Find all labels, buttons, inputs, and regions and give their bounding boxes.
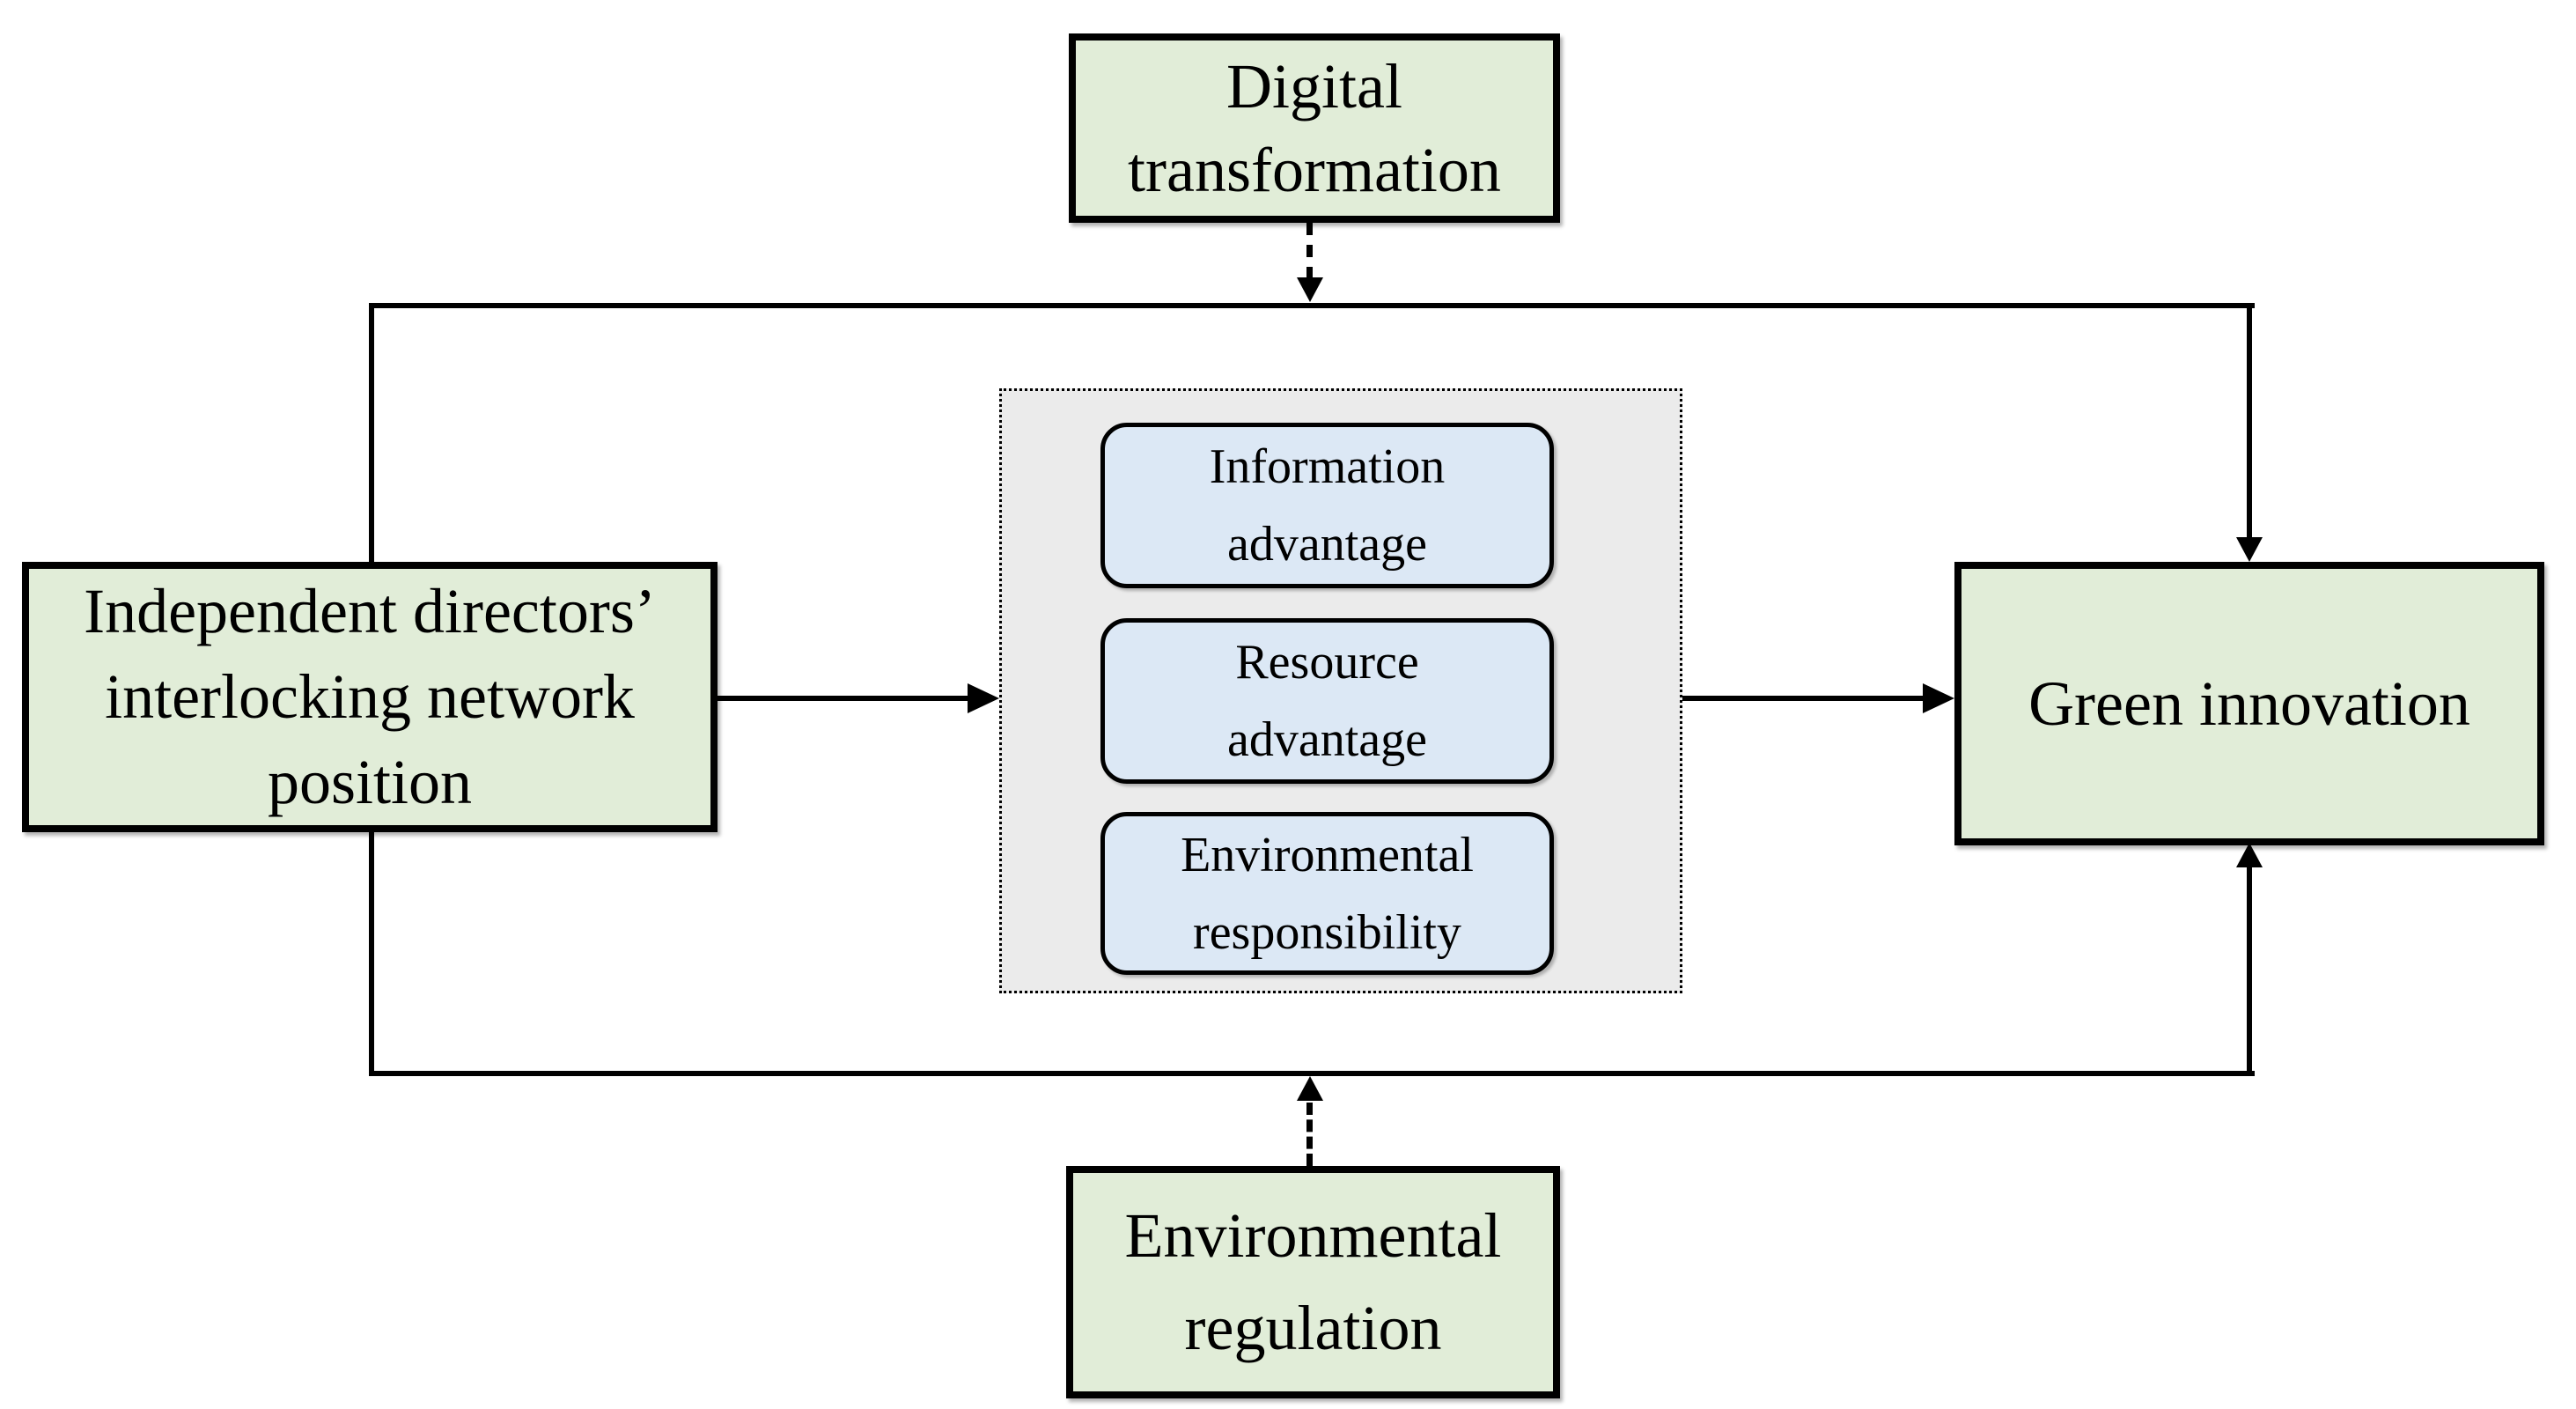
arrowhead-into-green-innovation-left-icon: [1923, 683, 1954, 713]
arrowhead-digital-transformation-icon: [1297, 277, 1323, 302]
node-information-advantage: Information advantage: [1100, 423, 1554, 588]
node-information-advantage-label: Information advantage: [1209, 439, 1446, 572]
node-environmental-responsibility-label: Environmental responsibility: [1181, 827, 1474, 960]
edge-mediators-to-green-line: [1682, 696, 1926, 701]
edge-bottom-horizontal-line: [369, 1071, 2255, 1076]
node-resource-advantage-label: Resource advantage: [1227, 635, 1427, 767]
arrowhead-environmental-regulation-icon: [1297, 1076, 1323, 1101]
node-green-innovation-label: Green innovation: [2028, 668, 2470, 739]
arrowhead-into-green-innovation-top-icon: [2236, 537, 2263, 562]
node-digital-transformation-label: Digital transformation: [1128, 50, 1501, 205]
node-environmental-regulation: Environmental regulation: [1066, 1166, 1560, 1398]
node-digital-transformation: Digital transformation: [1069, 33, 1560, 223]
edge-left-vertical-upper-line: [369, 303, 374, 564]
node-resource-advantage: Resource advantage: [1100, 618, 1554, 784]
edge-right-vertical-lower-line: [2247, 866, 2252, 1076]
edge-directors-to-mediators-line: [718, 696, 971, 701]
edge-right-vertical-upper-line: [2247, 303, 2252, 539]
node-independent-directors: Independent directors’ interlocking netw…: [22, 562, 718, 832]
node-environmental-regulation-label: Environmental regulation: [1124, 1200, 1502, 1363]
arrowhead-into-green-innovation-bottom-icon: [2236, 843, 2263, 867]
edge-top-horizontal-line: [369, 303, 2255, 308]
node-independent-directors-label: Independent directors’ interlocking netw…: [84, 576, 656, 817]
node-green-innovation: Green innovation: [1954, 562, 2544, 845]
edge-environmental-regulation-dashed-line: [1306, 1103, 1313, 1166]
edge-left-vertical-lower-line: [369, 830, 374, 1076]
node-environmental-responsibility: Environmental responsibility: [1100, 812, 1554, 975]
edge-digital-transformation-dashed-line: [1306, 223, 1313, 279]
arrowhead-into-mediators-icon: [968, 683, 999, 713]
